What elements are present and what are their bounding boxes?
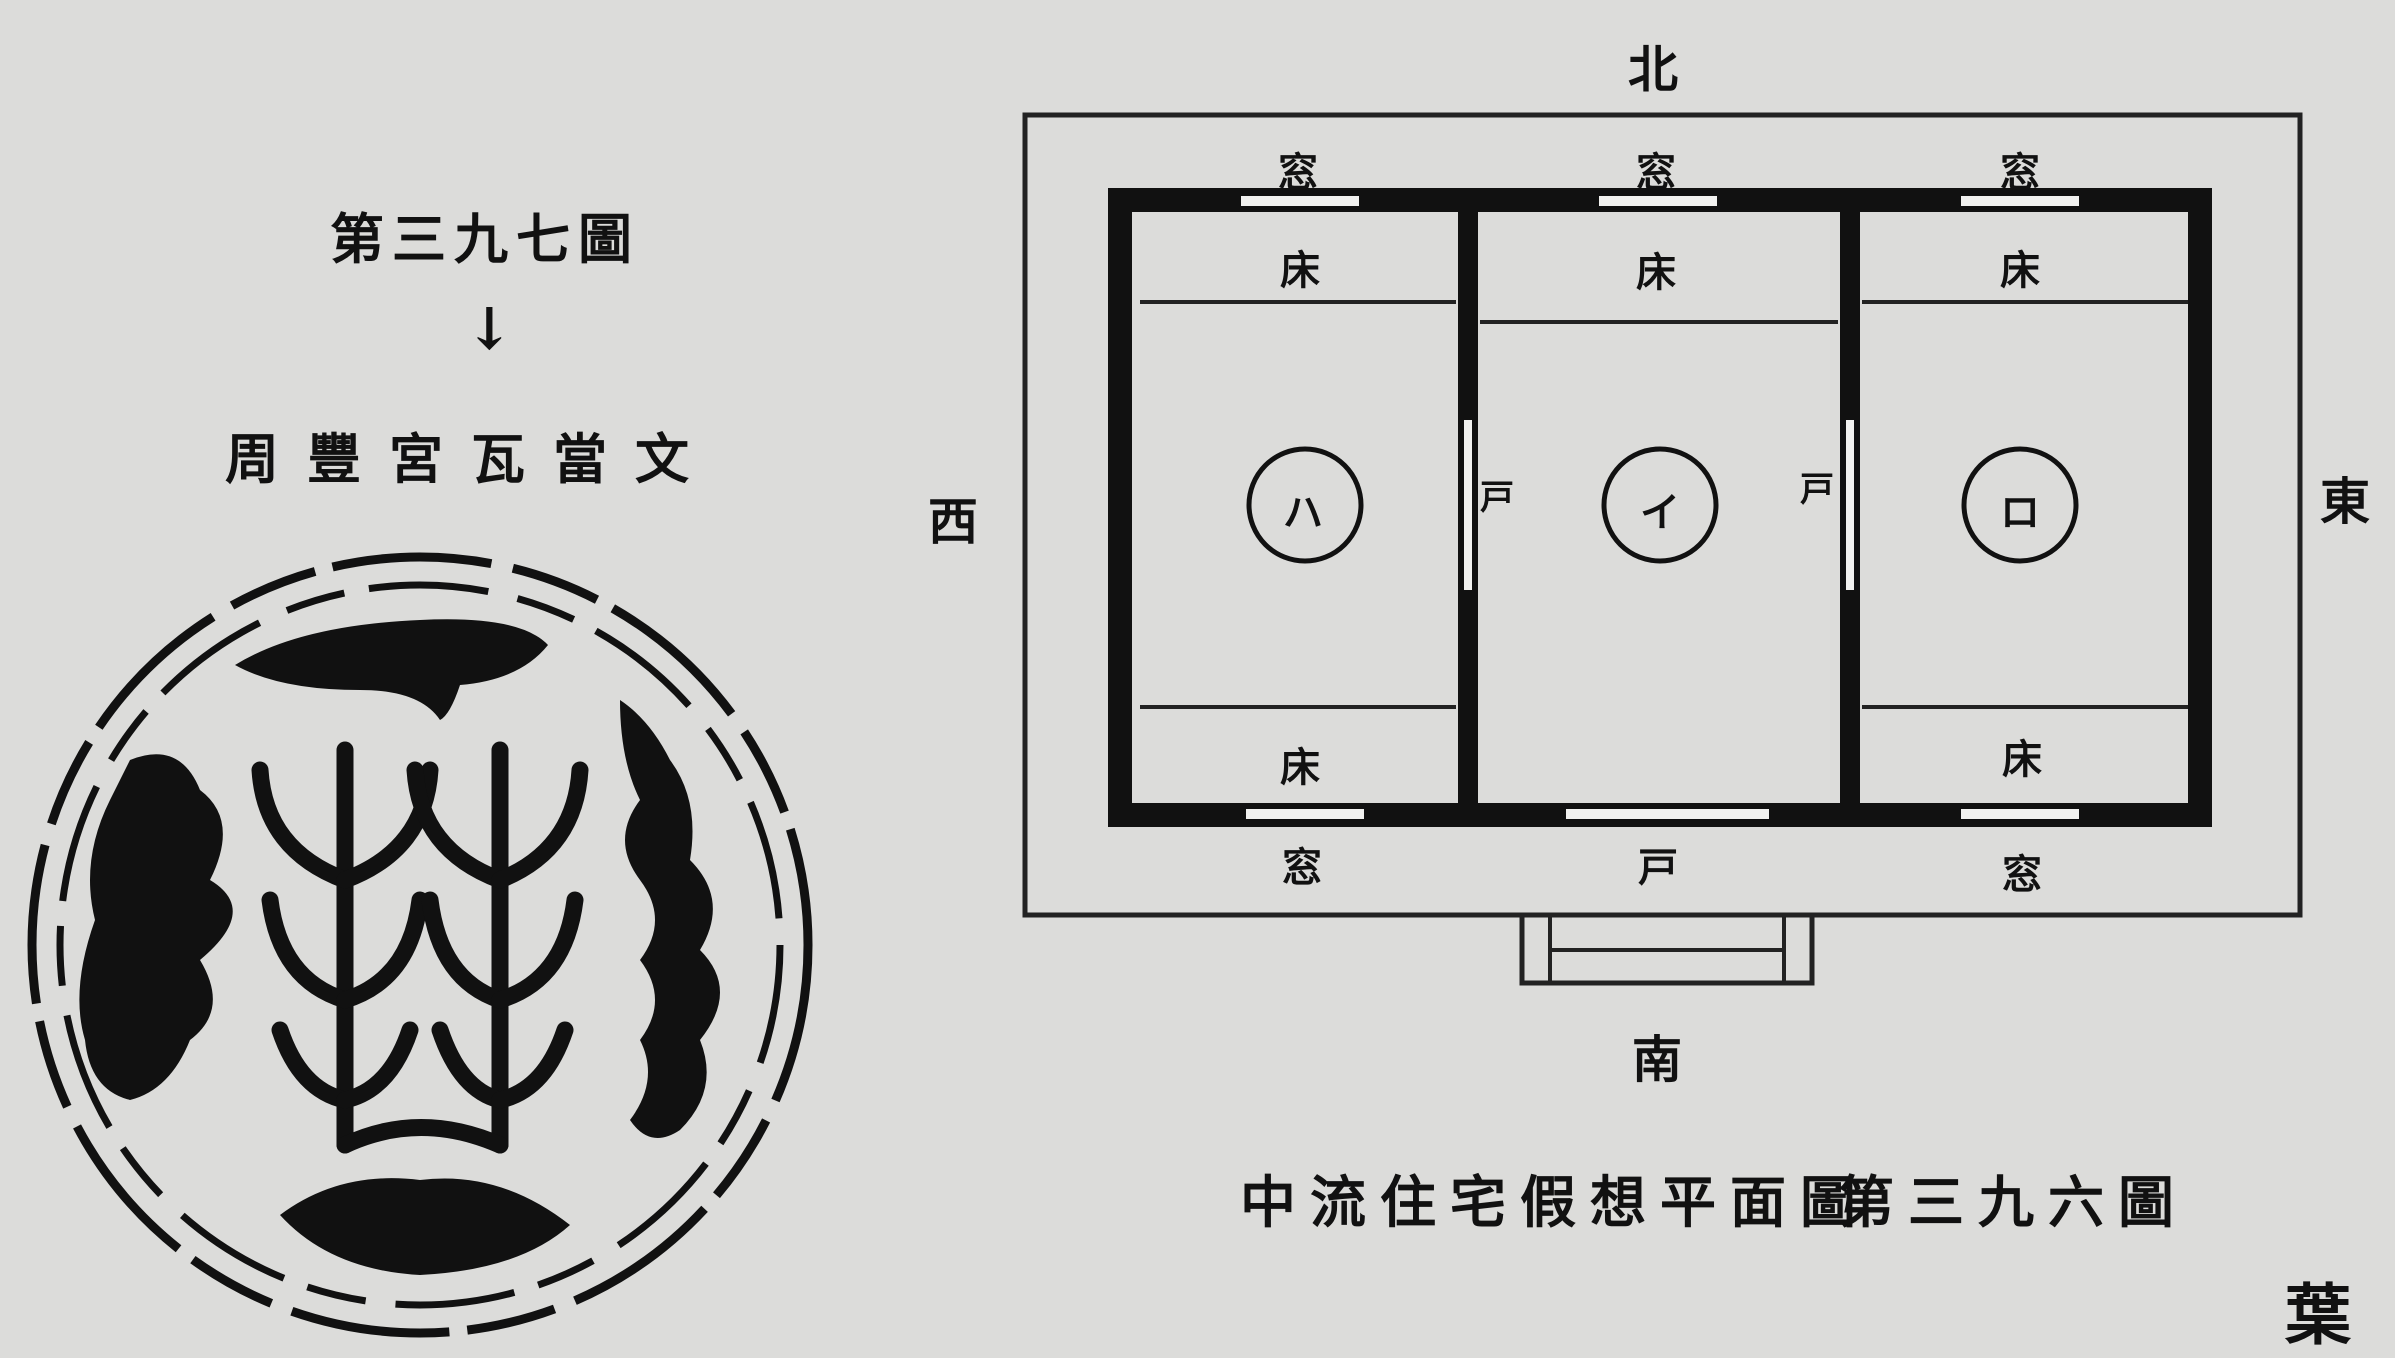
left-figure-title: 周豐宮瓦當文 — [225, 428, 717, 491]
east-south-bed: 床 — [2002, 737, 2042, 783]
plan-east-room-circle — [1961, 446, 2079, 564]
left-figure-number: 第三九七圖 — [330, 208, 640, 271]
west-south-bed: 床 — [1280, 745, 1320, 791]
east-north-bed: 床 — [2000, 248, 2040, 294]
tile-left-beast — [79, 754, 233, 1100]
east-partition-door: 戸 — [1800, 470, 1834, 510]
west-south-window: 窓 — [1282, 845, 1322, 891]
east-north-window: 窓 — [2000, 150, 2040, 196]
west-room-mark: ハ — [1283, 490, 1323, 536]
west-north-window: 窓 — [1278, 150, 1318, 196]
west-north-bed: 床 — [1280, 248, 1320, 294]
center-south-door: 戸 — [1638, 845, 1678, 891]
plan-center-room-circle — [1601, 446, 1719, 564]
tile-bottom-motif — [280, 1178, 570, 1275]
compass-north: 北 — [1628, 41, 1678, 99]
west-partition-door: 戸 — [1480, 478, 1514, 518]
compass-south: 南 — [1632, 1031, 1682, 1089]
plan-entrance-steps — [1519, 912, 1815, 986]
down-arrow-icon: ↓ — [465, 295, 514, 363]
tile-inner-ring — [56, 581, 784, 1309]
tile-right-beast — [620, 700, 720, 1138]
right-figure-title: 中流住宅假想平面圖 — [1240, 1171, 1870, 1236]
plan-west-room-circle — [1246, 446, 1364, 564]
center-north-bed: 床 — [1636, 250, 1676, 296]
center-north-window: 窓 — [1636, 150, 1676, 196]
compass-east: 東 — [2320, 473, 2370, 531]
center-room-mark: イ — [1640, 490, 1680, 536]
right-figure-number: 第三九六圖 — [1838, 1171, 2188, 1236]
corner-fragment: 葉 — [2285, 1277, 2351, 1354]
compass-west: 西 — [928, 493, 978, 551]
tile-tree-motifs — [251, 741, 589, 1154]
tile-outer-ring — [27, 552, 813, 1338]
east-south-window: 窓 — [2002, 852, 2042, 898]
east-room-mark: ロ — [2000, 490, 2040, 536]
tile-top-motif — [235, 619, 548, 720]
